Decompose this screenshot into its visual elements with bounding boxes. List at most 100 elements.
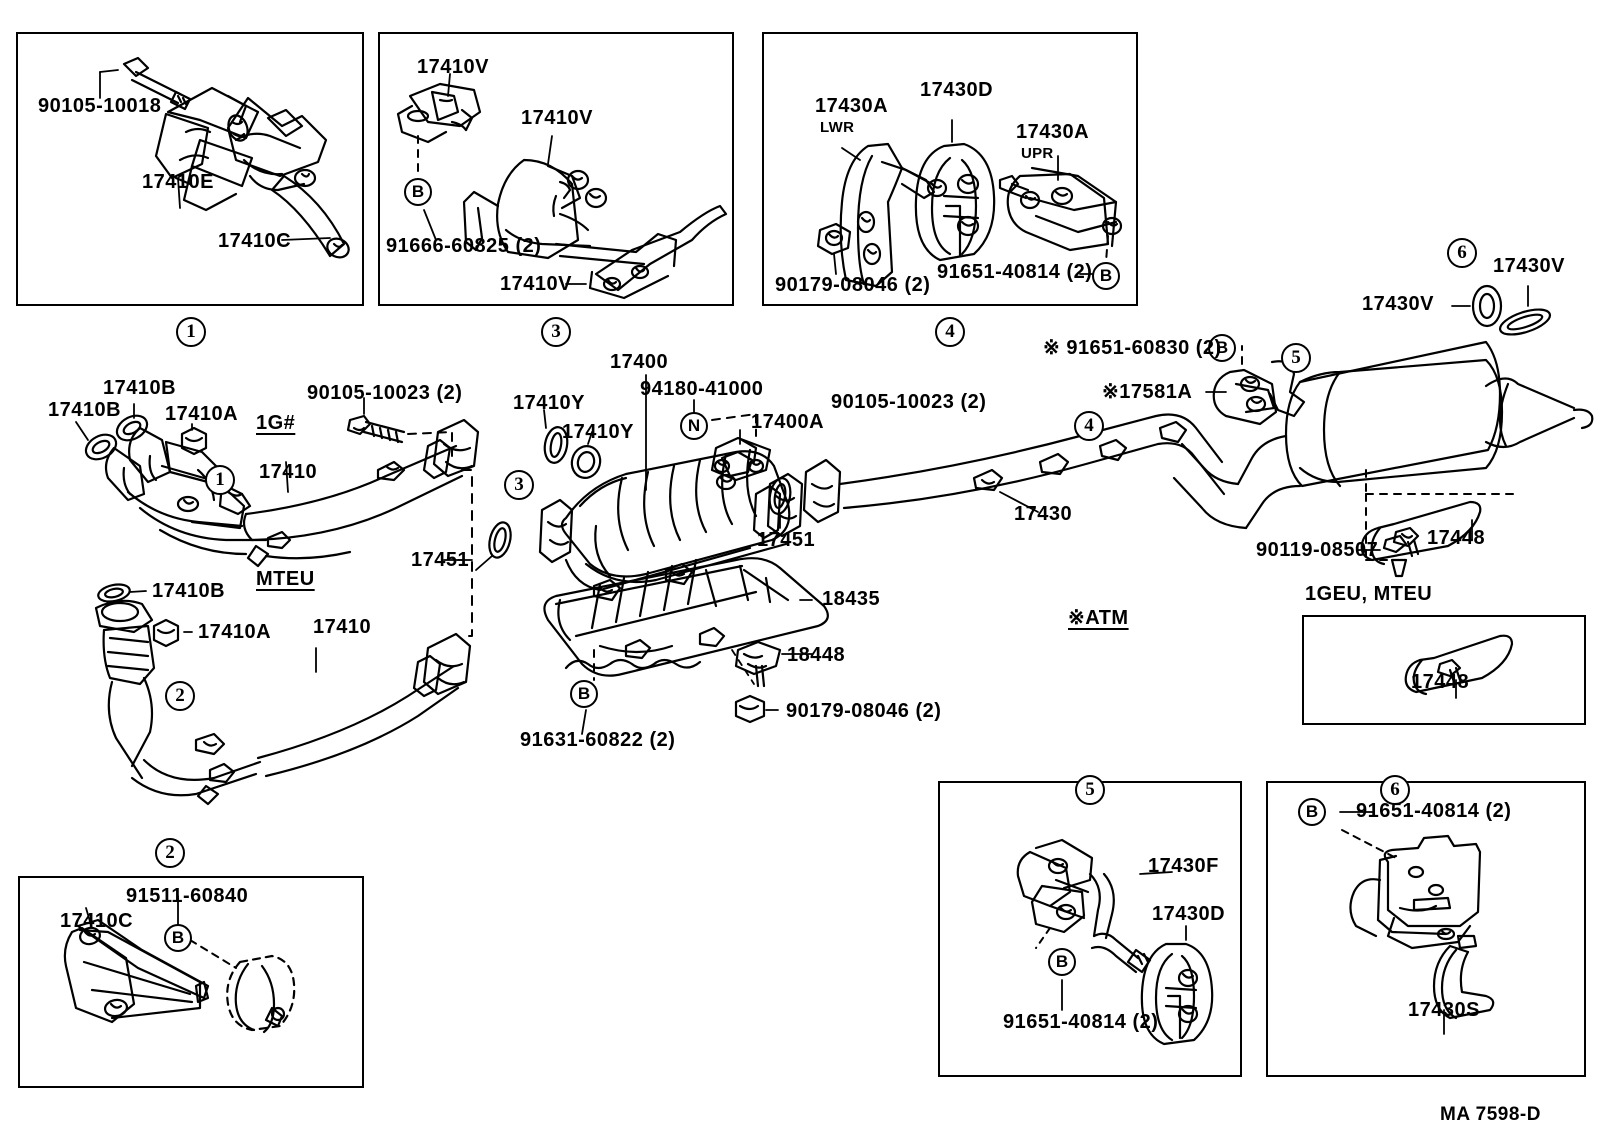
label-17430A-lwr: 17430A	[815, 95, 889, 117]
label-17448-main: 17448	[1427, 527, 1486, 549]
label-17410V-center: 17410V	[521, 107, 593, 129]
callout-main-1: 1	[205, 465, 235, 495]
box-2-bottom	[18, 876, 364, 1088]
label-17410Y-lower: 17410Y	[562, 421, 634, 443]
b-mark-heat-insulator-label: B	[577, 684, 591, 703]
label-17451-center: 17451	[757, 529, 816, 551]
label-90105-10023-right: 90105-10023 (2)	[831, 391, 987, 413]
label-17581A: ※17581A	[1102, 381, 1193, 403]
label-17410C-box2: 17410C	[60, 910, 134, 932]
label-17410-mteu: 17410	[313, 616, 372, 638]
callout-box-3: 3	[541, 317, 571, 347]
label-atm-variant: ※ATM	[1068, 607, 1129, 629]
box-6	[1266, 781, 1586, 1077]
label-90105-10018: 90105-10018	[38, 95, 162, 117]
label-17430D-box5: 17430D	[1152, 903, 1226, 925]
label-17451-left: 17451	[411, 549, 470, 571]
callout-main-2-label: 2	[175, 685, 185, 706]
b-mark-box6-label: B	[1305, 802, 1319, 821]
box-3	[378, 32, 734, 306]
label-17410Y-upper: 17410Y	[513, 392, 585, 414]
label-17430S: 17430S	[1408, 999, 1480, 1021]
b-mark-box4-label: B	[1099, 266, 1113, 285]
label-91651-40814-box5: 91651-40814 (2)	[1003, 1011, 1159, 1033]
label-17430D-box4: 17430D	[920, 79, 994, 101]
callout-main-3-label: 3	[514, 474, 524, 495]
callout-main-1-label: 1	[215, 469, 225, 490]
label-17410E: 17410E	[142, 171, 214, 193]
callout-main-5-label: 5	[1291, 347, 1301, 368]
label-90179-08046-center: 90179-08046 (2)	[786, 700, 942, 722]
b-mark-box5-label: B	[1055, 952, 1069, 971]
label-mteu-variant: MTEU	[256, 568, 315, 590]
label-17410V-bottom: 17410V	[500, 273, 572, 295]
label-91631-60822: 91631-60822 (2)	[520, 729, 676, 751]
label-17410V-top: 17410V	[417, 56, 489, 78]
label-91651-40814-box6: 91651-40814 (2)	[1356, 800, 1512, 822]
label-17430V-left: 17430V	[1362, 293, 1434, 315]
label-90179-08046-box4: 90179-08046 (2)	[775, 274, 931, 296]
label-17430V-right: 17430V	[1493, 255, 1565, 277]
label-17410C-box1: 17410C	[218, 230, 292, 252]
label-91651-60830: ※ 91651-60830 (2)	[1043, 337, 1222, 359]
callout-box-5-label: 5	[1085, 779, 1095, 800]
label-17410-upper: 17410	[259, 461, 318, 483]
label-17448-tailbox: 17448	[1411, 671, 1470, 693]
callout-main-6-label: 6	[1457, 242, 1467, 263]
b-mark-muffler-hanger: B	[1208, 334, 1236, 362]
callout-box-4-label: 4	[945, 321, 955, 342]
box-1	[16, 32, 364, 306]
label-17430: 17430	[1014, 503, 1073, 525]
callout-main-5: 5	[1281, 343, 1311, 373]
label-90119-08507: 90119-08507	[1256, 539, 1379, 561]
label-17400A: 17400A	[751, 411, 825, 433]
box-tailpipe-1geu-mteu	[1302, 615, 1586, 725]
callout-box-3-label: 3	[551, 321, 561, 342]
label-90105-10023-left: 90105-10023 (2)	[307, 382, 463, 404]
callout-main-2: 2	[165, 681, 195, 711]
label-17410A-mteu: 17410A	[198, 621, 272, 643]
b-mark-box3: B	[404, 178, 432, 206]
label-17410A-upper: 17410A	[165, 403, 239, 425]
label-17410B-mteu: 17410B	[152, 580, 226, 602]
label-17410B-upper: 17410B	[103, 377, 177, 399]
n-mark-converter: N	[680, 412, 708, 440]
label-17410B-lower: 17410B	[48, 399, 122, 421]
b-mark-box4: B	[1092, 262, 1120, 290]
label-1geu-mteu-caption: 1GEU, MTEU	[1305, 583, 1433, 605]
callout-main-4-label: 4	[1084, 415, 1094, 436]
callout-main-4: 4	[1074, 411, 1104, 441]
diagram-code: MA 7598-D	[1440, 1104, 1541, 1125]
label-17430A-lwr-sub: LWR	[820, 119, 855, 136]
b-mark-box6: B	[1298, 798, 1326, 826]
label-91511-60840: 91511-60840	[126, 885, 249, 907]
label-18448: 18448	[787, 644, 846, 666]
label-17430A-upr-sub: UPR	[1021, 145, 1054, 162]
callout-box-5: 5	[1075, 775, 1105, 805]
b-mark-box2-label: B	[171, 928, 185, 947]
label-91651-40814-box4: 91651-40814 (2)	[937, 261, 1093, 283]
callout-main-6: 6	[1447, 238, 1477, 268]
n-mark-converter-label: N	[687, 416, 701, 435]
callout-box-1-label: 1	[186, 321, 196, 342]
label-1g-variant: 1G#	[256, 412, 296, 434]
callout-box-1: 1	[176, 317, 206, 347]
b-mark-box2: B	[164, 924, 192, 952]
label-91666-60825: 91666-60825 (2)	[386, 235, 542, 257]
callout-box-2-bottom: 2	[155, 838, 185, 868]
callout-box-2-bottom-label: 2	[165, 842, 175, 863]
label-17400: 17400	[610, 351, 669, 373]
b-mark-box5: B	[1048, 948, 1076, 976]
label-94180-41000: 94180-41000	[640, 378, 764, 400]
callout-box-6-label: 6	[1390, 779, 1400, 800]
label-17430A-upr: 17430A	[1016, 121, 1090, 143]
box-4	[762, 32, 1138, 306]
callout-box-6: 6	[1380, 775, 1410, 805]
callout-box-4: 4	[935, 317, 965, 347]
b-mark-box3-label: B	[411, 182, 425, 201]
b-mark-muffler-hanger-label: B	[1215, 338, 1229, 357]
callout-main-3: 3	[504, 470, 534, 500]
label-17430F: 17430F	[1148, 855, 1219, 877]
b-mark-heat-insulator: B	[570, 680, 598, 708]
